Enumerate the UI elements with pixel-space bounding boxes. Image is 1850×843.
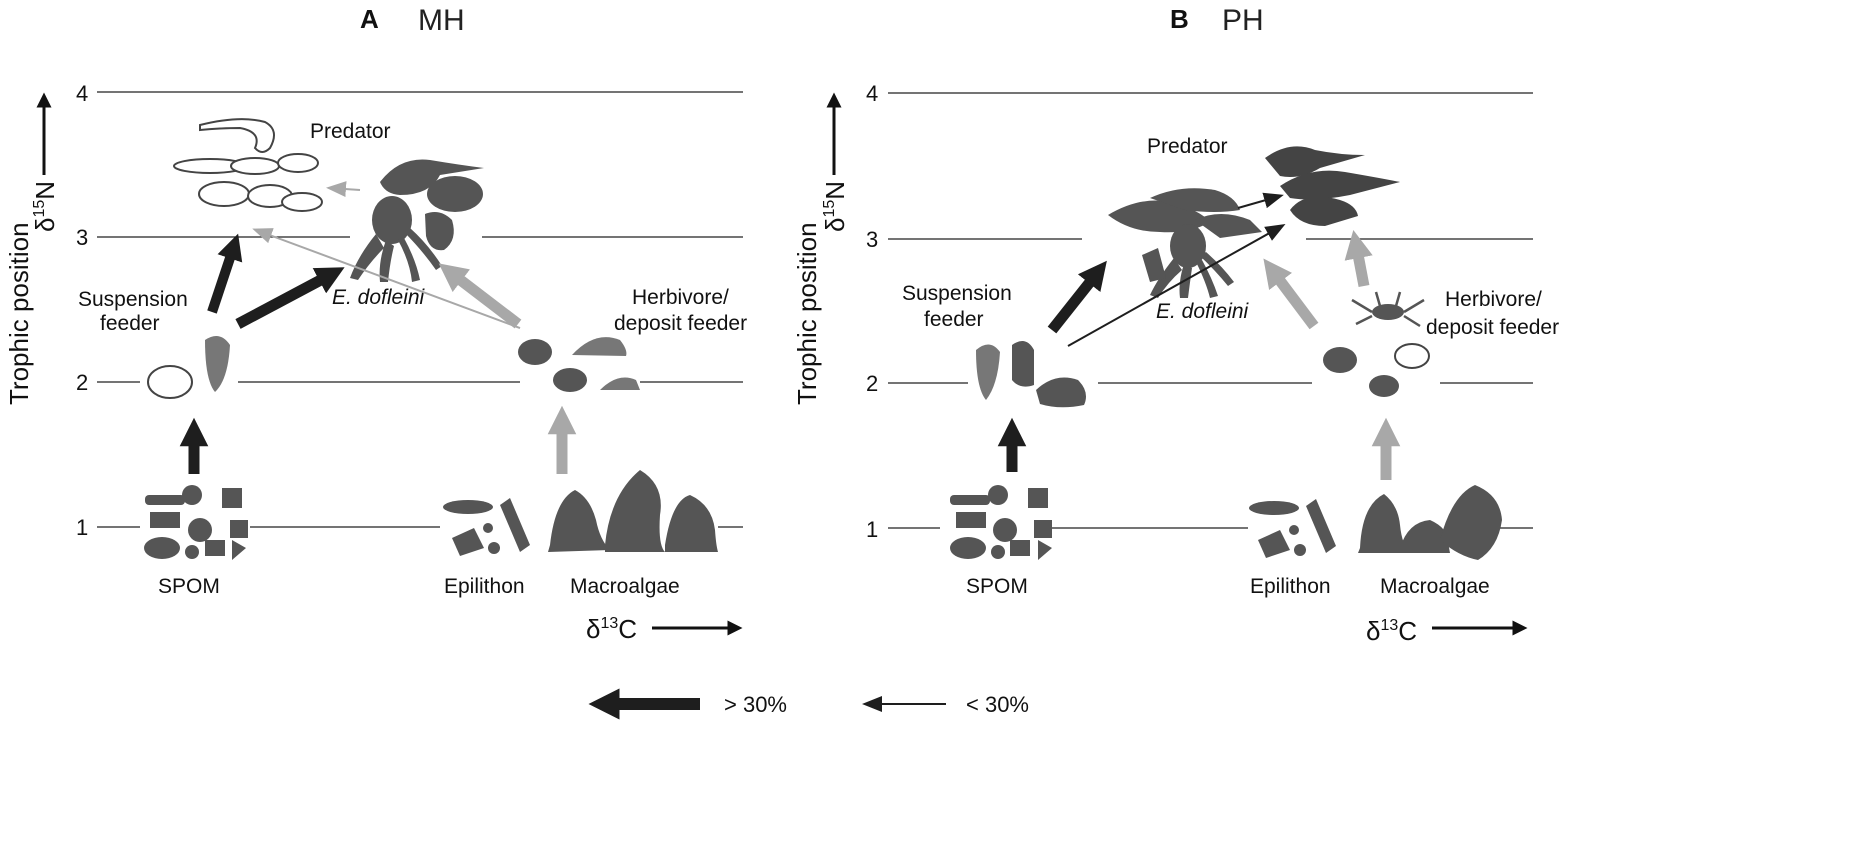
- arrow-suspension-to-predator: [1047, 260, 1107, 334]
- predator-label: Predator: [310, 120, 391, 143]
- y-axis-label: Trophic position: [792, 222, 822, 405]
- suspension-feeder-silhouettes: [147, 336, 230, 399]
- arrow-predator-to-fish-thin: [326, 181, 361, 198]
- suspension-label-line2: feeder: [100, 312, 160, 335]
- spom-label: SPOM: [966, 575, 1028, 598]
- suspension-label-line1: Suspension: [78, 288, 188, 311]
- herbivore-label-line2: deposit feeder: [614, 312, 747, 335]
- epilithon-silhouettes: [1249, 499, 1336, 558]
- herbivore-silhouettes: [1323, 291, 1430, 397]
- macroalgae-silhouettes: [1358, 485, 1502, 560]
- tick-2: 2: [76, 370, 88, 395]
- tick-2: 2: [866, 371, 878, 396]
- panel-b: B PH Trophic position δ15N 4 3 2 1 δ13C: [792, 4, 1559, 646]
- tick-3: 3: [866, 227, 878, 252]
- panel-site-label: MH: [418, 4, 465, 37]
- predator-silhouettes: [380, 159, 484, 251]
- herbivore-label-line2: deposit feeder: [1426, 316, 1559, 339]
- predator-label: Predator: [1147, 135, 1228, 158]
- arrow-predator-to-fish-thin: [1237, 192, 1284, 209]
- panel-letter: B: [1170, 4, 1189, 34]
- y-axis-isotope: δ15N: [820, 181, 850, 232]
- x-axis-isotope: δ13C: [586, 614, 637, 644]
- suspension-feeder-silhouettes: [976, 341, 1086, 408]
- herbivore-silhouettes: [518, 337, 640, 392]
- spom-silhouettes: [950, 485, 1052, 560]
- arrow-herbivore-to-octopus: [1263, 258, 1319, 330]
- tick-1: 1: [866, 517, 878, 542]
- y-axis-label: Trophic position: [4, 222, 34, 405]
- arrow-suspension-to-fish-thin: [1067, 224, 1286, 347]
- x-axis-isotope: δ13C: [1366, 616, 1417, 646]
- herbivore-label-line1: Herbivore/: [632, 286, 729, 309]
- suspension-label-line2: feeder: [924, 308, 984, 331]
- trophic-gridlines: [888, 92, 1533, 529]
- spom-silhouettes: [144, 485, 248, 560]
- arrow-suspension-to-octopus: [235, 267, 345, 329]
- macroalgae-silhouettes: [548, 470, 718, 552]
- legend-thick-label: > 30%: [724, 692, 787, 717]
- flow-arrows-b: [997, 192, 1401, 480]
- y-axis-isotope: δ15N: [30, 181, 60, 232]
- predator-fish-cluster: [173, 118, 323, 212]
- arrow-herbivore-to-predator-thin: [252, 228, 521, 329]
- spom-label: SPOM: [158, 575, 220, 598]
- panel-site-label: PH: [1222, 4, 1264, 37]
- macroalgae-label: Macroalgae: [1380, 575, 1490, 598]
- arrow-herbivore-to-octopus: [438, 263, 522, 329]
- octopus-silhouette: [1142, 224, 1234, 298]
- arrow-herbivore-to-fish: [1344, 229, 1373, 288]
- tick-4: 4: [76, 81, 88, 106]
- panel-a: A MH Trophic position δ15N 4 3 2 1 δ13C: [4, 4, 747, 644]
- herbivore-label-line1: Herbivore/: [1445, 288, 1542, 311]
- predator-silhouettes: [1108, 146, 1400, 238]
- epilithon-silhouettes: [443, 498, 530, 556]
- species-label: E. dofleini: [1156, 300, 1250, 323]
- species-label: E. dofleini: [332, 286, 426, 309]
- tick-3: 3: [76, 225, 88, 250]
- panel-letter: A: [360, 4, 379, 34]
- suspension-label-line1: Suspension: [902, 282, 1012, 305]
- tick-4: 4: [866, 81, 878, 106]
- legend: > 30% < 30%: [588, 688, 1029, 720]
- arrow-suspension-to-predator: [207, 233, 243, 314]
- legend-thin-label: < 30%: [966, 692, 1029, 717]
- tick-1: 1: [76, 515, 88, 540]
- epilithon-label: Epilithon: [1250, 575, 1331, 598]
- flow-arrows-a: [179, 181, 577, 474]
- epilithon-label: Epilithon: [444, 575, 525, 598]
- macroalgae-label: Macroalgae: [570, 575, 680, 598]
